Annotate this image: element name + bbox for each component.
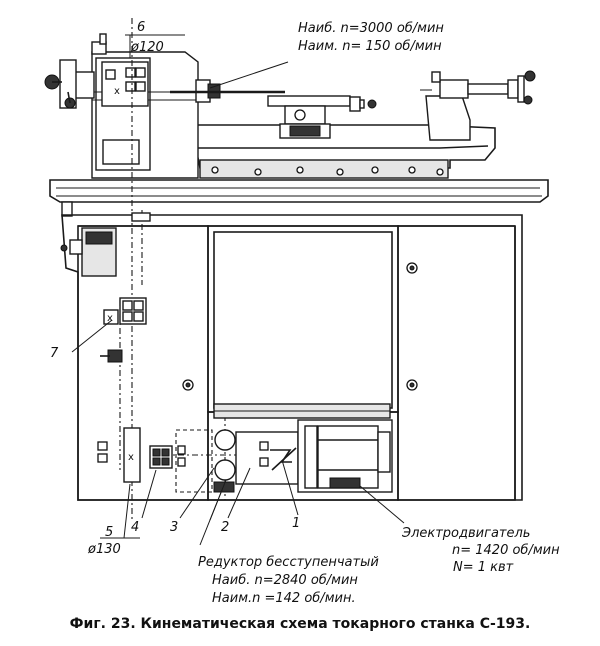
svg-text:x: x <box>107 313 113 324</box>
tailstock <box>420 70 536 141</box>
callout-2: 2 <box>221 520 229 535</box>
spindle-max-speed: Наиб. n=3000 об/мин <box>298 21 444 36</box>
spindle-min-speed: Наим. n= 150 об/мин <box>298 39 442 54</box>
callout-5: 5 <box>105 525 113 540</box>
reducer-max-speed: Наиб. n=2840 об/мин <box>212 573 358 588</box>
lathe-bed <box>184 124 496 179</box>
motor-speed: n= 1420 об/мин <box>452 543 560 558</box>
figure-caption: Фиг. 23. Кинематическая схема токарного … <box>70 616 531 632</box>
callout-4: 4 <box>131 520 139 535</box>
pulley-5-diameter: ø130 <box>87 542 121 557</box>
table-top <box>49 179 549 217</box>
motor-label: Электродвигатель <box>401 526 530 541</box>
callout-3: 3 <box>170 520 178 535</box>
reducer-label: Редуктор бесступенчатый <box>198 555 379 570</box>
hand-wheel-left <box>44 59 95 109</box>
spindle-chuck <box>170 61 289 103</box>
reducer-and-motor <box>213 403 393 493</box>
cabinet <box>61 214 523 501</box>
svg-text:x: x <box>114 86 120 97</box>
motor-power: N= 1 квт <box>453 560 514 575</box>
svg-text:x: x <box>128 452 134 463</box>
headstock: x <box>91 33 199 179</box>
reducer-min-speed: Наим.n =142 об/мин. <box>212 591 356 606</box>
spindle-callout-6: 6 <box>137 20 145 35</box>
carriage <box>267 95 377 139</box>
callout-7: 7 <box>50 346 59 361</box>
leader-lines <box>71 34 405 546</box>
spindle-diameter: ø120 <box>130 40 164 55</box>
callout-1: 1 <box>292 516 300 531</box>
left-components: x x <box>60 212 236 493</box>
